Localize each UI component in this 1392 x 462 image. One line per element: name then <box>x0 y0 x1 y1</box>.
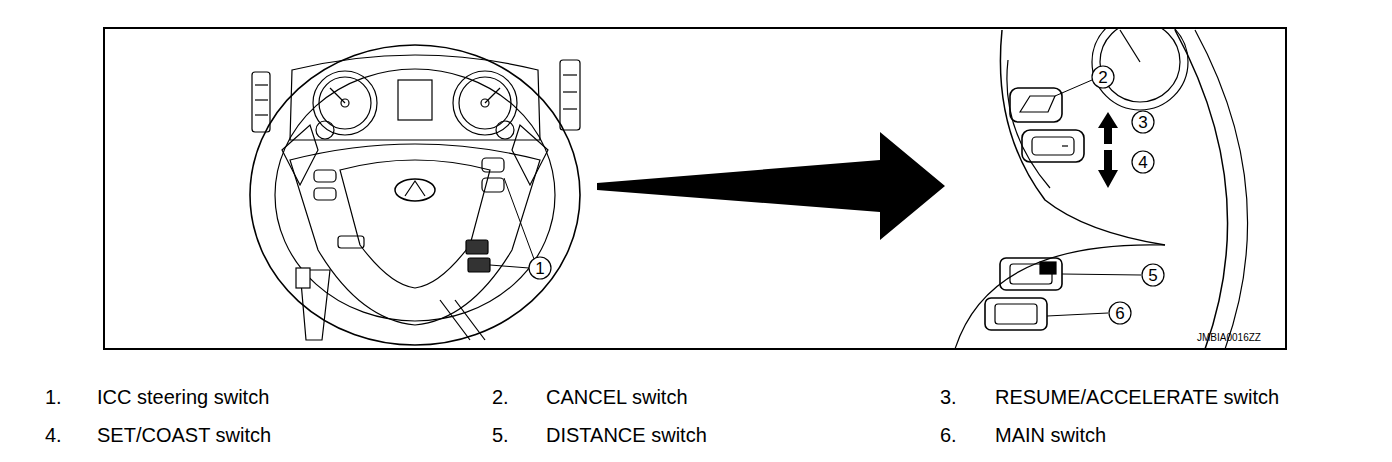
legend-item-text: ICC steering switch <box>97 387 269 407</box>
callout-number: 2 <box>1098 69 1107 86</box>
legend-item-text: 2. <box>492 387 509 407</box>
legend-item-text: SET/COAST switch <box>97 425 271 445</box>
callout-number: 3 <box>1138 114 1147 131</box>
legend-item-text: 5. <box>492 425 509 445</box>
callout-number: 4 <box>1138 154 1147 171</box>
figure-code: JMBIA0016ZZ <box>1197 333 1261 343</box>
legend-item-text: RESUME/ACCELERATE switch <box>995 387 1279 407</box>
legend-item-text: DISTANCE switch <box>546 425 707 445</box>
callout-number: 5 <box>1148 267 1157 284</box>
legend-item-text: 3. <box>940 387 957 407</box>
callout-number: 1 <box>535 260 544 277</box>
legend-item-text: CANCEL switch <box>546 387 688 407</box>
legend-item-text: MAIN switch <box>995 425 1106 445</box>
callout-number: 6 <box>1115 305 1124 322</box>
legend-item-text: 6. <box>940 425 957 445</box>
legend-item-text: 1. <box>45 387 62 407</box>
legend-item-text: 4. <box>45 425 62 445</box>
